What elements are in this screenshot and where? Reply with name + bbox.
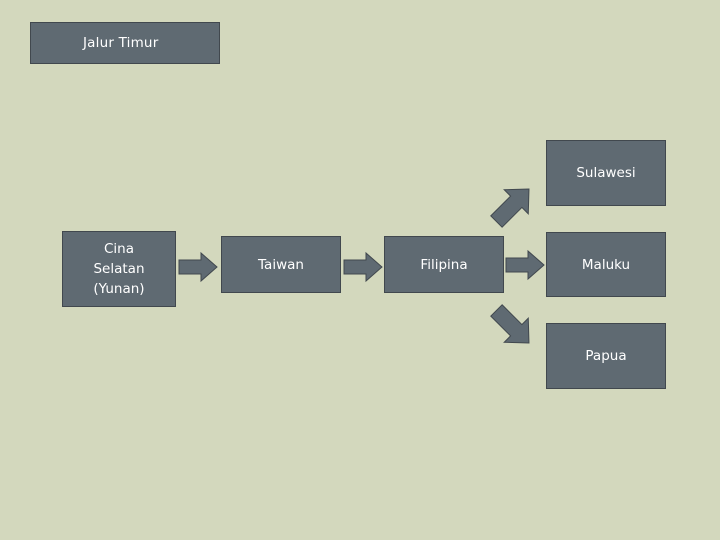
node-taiwan-label: Taiwan bbox=[258, 256, 304, 273]
node-maluku-label: Maluku bbox=[581, 256, 631, 273]
node-cina-selatan[interactable]: Cina Selatan (Yunan) bbox=[62, 231, 176, 307]
slide-title-box: Jalur Timur bbox=[30, 22, 220, 64]
arrow-cina-to-taiwan bbox=[178, 251, 219, 283]
node-taiwan[interactable]: Taiwan bbox=[221, 236, 341, 293]
node-filipina[interactable]: Filipina bbox=[384, 236, 504, 293]
node-filipina-label: Filipina bbox=[420, 256, 468, 273]
arrow-filipina-to-maluku bbox=[505, 249, 546, 281]
node-cina-selatan-label: Cina Selatan (Yunan) bbox=[93, 241, 145, 297]
arrow-taiwan-to-filipina bbox=[343, 251, 384, 283]
node-maluku[interactable]: Maluku bbox=[546, 232, 666, 297]
slide-title: Jalur Timur bbox=[83, 35, 159, 51]
node-papua[interactable]: Papua bbox=[546, 323, 666, 389]
arrow-filipina-to-papua bbox=[484, 298, 540, 354]
node-papua-label: Papua bbox=[585, 348, 627, 364]
arrow-filipina-to-sulawesi bbox=[484, 178, 540, 234]
node-sulawesi[interactable]: Sulawesi bbox=[546, 140, 666, 206]
node-sulawesi-label: Sulawesi bbox=[576, 165, 636, 181]
